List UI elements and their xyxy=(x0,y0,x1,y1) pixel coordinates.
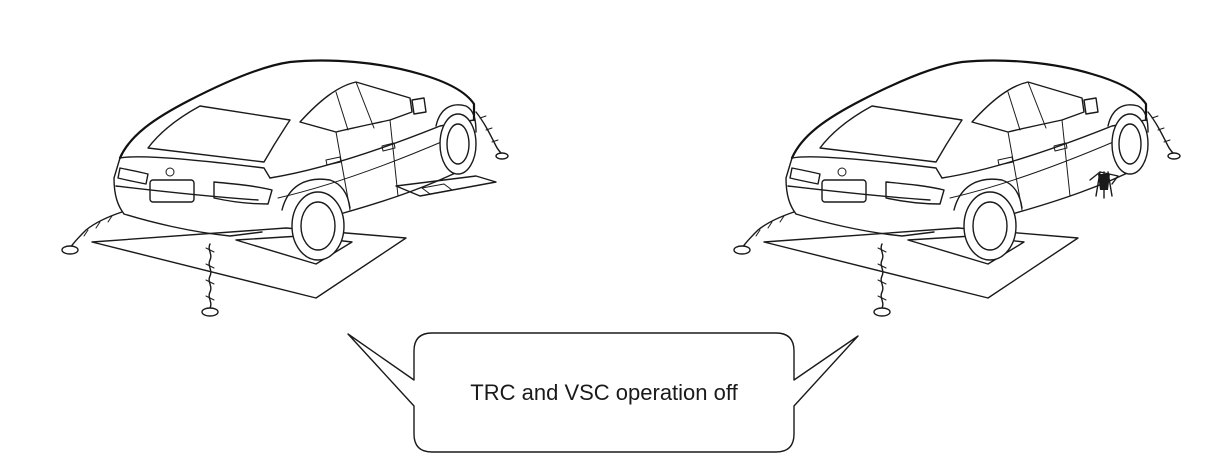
car-on-tester-right xyxy=(733,59,1181,317)
tester-plate-front-left xyxy=(395,175,497,197)
callout-text: TRC and VSC operation off xyxy=(470,380,738,405)
tester-plate-rear-left xyxy=(91,227,407,299)
tester-plate-rear-right xyxy=(763,227,1079,299)
tie-down-chain-rear-left xyxy=(61,211,123,255)
jack-stand xyxy=(1089,171,1119,199)
car-on-tester-left xyxy=(61,59,509,317)
tie-down-chain-front xyxy=(1147,111,1181,160)
tie-down-chain-rear-left xyxy=(733,211,795,255)
tie-down-chain-front xyxy=(475,111,509,160)
callout-balloon: TRC and VSC operation off xyxy=(347,332,859,453)
tie-down-chain-rear-center xyxy=(873,243,891,317)
tie-down-chain-rear-center xyxy=(201,243,219,317)
